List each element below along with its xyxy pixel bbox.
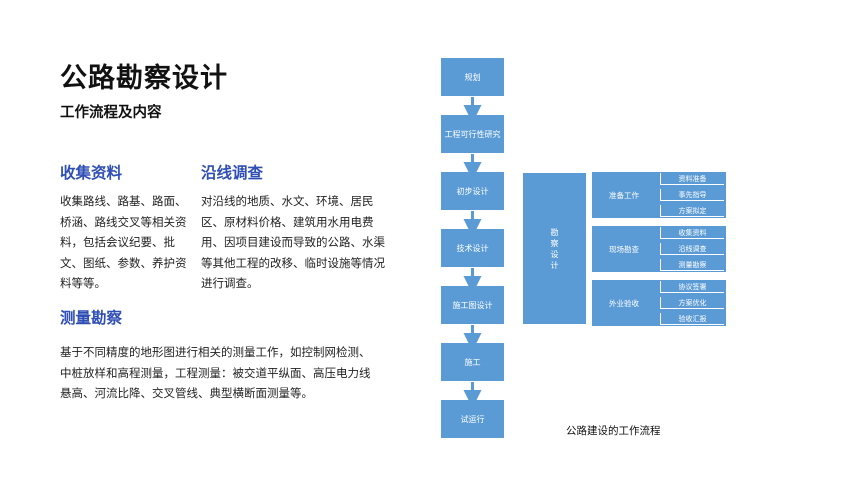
- page-title: 公路勘察设计: [60, 63, 228, 94]
- category-field-survey: 现场勘查 收集资料 沿线调查 测量勘察: [592, 226, 726, 272]
- category-label: 现场勘查: [609, 244, 639, 254]
- category-item: 方案优化: [660, 297, 724, 309]
- survey-design-label: 勘察设计: [550, 227, 559, 270]
- category-label: 准备工作: [609, 190, 639, 200]
- category-item: 测量勘察: [660, 259, 724, 271]
- category-item: 沿线调查: [660, 243, 724, 255]
- category-item: 方案拟定: [660, 205, 724, 217]
- stage-preliminary-design: 初步设计: [441, 172, 504, 210]
- category-field-acceptance: 外业验收 协议签署 方案优化 验收汇报: [592, 280, 726, 326]
- stage-construction: 施工: [441, 343, 504, 381]
- survey-design-box: 勘察设计: [523, 173, 586, 324]
- category-label: 外业验收: [609, 298, 639, 308]
- section-heading-collect-data: 收集资料: [60, 164, 123, 182]
- diagram-caption: 公路建设的工作流程: [566, 425, 661, 437]
- category-item: 事先指导: [660, 189, 724, 201]
- category-item: 验收汇报: [660, 313, 724, 325]
- stage-feasibility-study: 工程可行性研究: [441, 115, 504, 153]
- stage-planning: 规划: [441, 58, 504, 96]
- section-body-route-survey: 对沿线的地质、水文、环境、居民区、原材料价格、建筑用水用电费用、因项目建设而导致…: [201, 194, 385, 290]
- section-heading-route-survey: 沿线调查: [201, 164, 264, 182]
- stage-technical-design: 技术设计: [441, 229, 504, 267]
- category-item: 协议签署: [660, 281, 724, 293]
- category-item: 资料准备: [660, 173, 724, 185]
- page-subtitle: 工作流程及内容: [60, 105, 162, 121]
- category-item: 收集资料: [660, 227, 724, 239]
- category-preparation: 准备工作 资料准备 事先指导 方案拟定: [592, 172, 726, 218]
- section-heading-measurement: 测量勘察: [60, 309, 123, 327]
- section-body-measurement: 基于不同精度的地形图进行相关的测量工作，如控制网检测、中桩放样和高程测量，工程测…: [60, 345, 371, 400]
- stage-trial-operation: 试运行: [441, 400, 504, 438]
- section-body-collect-data: 收集路线、路基、路面、桥涵、路线交叉等相关资料，包括会议纪要、批文、图纸、参数、…: [60, 194, 187, 290]
- stage-construction-drawing: 施工图设计: [441, 286, 504, 324]
